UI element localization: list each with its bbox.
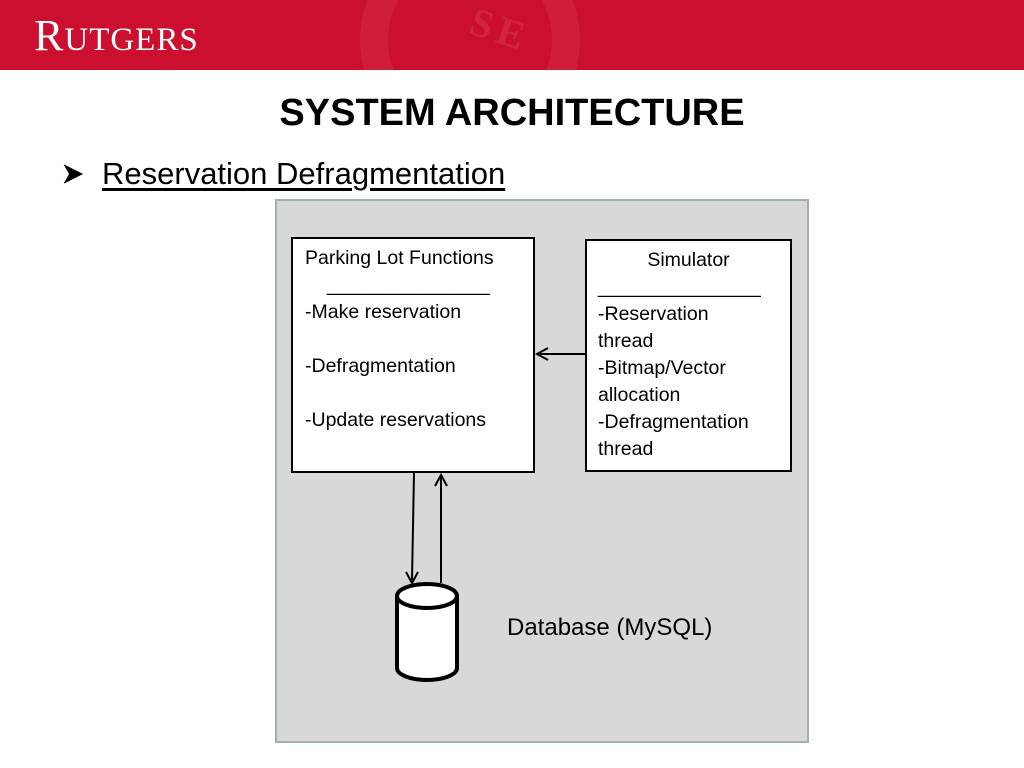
slide-title: SYSTEM ARCHITECTURE <box>279 92 745 134</box>
simulator-box: Simulator _______________ -Reservation t… <box>585 239 792 472</box>
rutgers-logo: RUTGERS <box>34 11 199 60</box>
database-label: Database (MySQL) <box>507 614 713 641</box>
simulator-line: -Reservation <box>598 303 709 325</box>
parking-lot-title: Parking Lot Functions <box>305 247 494 269</box>
database-cylinder-icon <box>395 582 459 682</box>
simulator-title: Simulator <box>647 249 730 271</box>
bullet-arrow-icon <box>63 164 84 184</box>
bullet-text: Reservation Defragmentation <box>102 156 506 191</box>
parking-to-database-arrow <box>405 472 419 586</box>
parking-lot-functions-box: Parking Lot Functions _______________ -M… <box>291 237 535 473</box>
header-bar: SE RUTGERS <box>0 0 1024 70</box>
parking-lot-separator: _______________ <box>327 274 490 296</box>
simulator-line: thread <box>598 330 654 352</box>
seal-watermark <box>360 0 580 70</box>
simulator-line: -Defragmentation <box>598 411 749 433</box>
database-to-parking-arrow <box>434 472 448 583</box>
simulator-separator: _______________ <box>598 276 761 298</box>
bullet-item: Reservation Defragmentation <box>62 156 505 192</box>
parking-lot-item: -Update reservations <box>305 409 487 431</box>
simulator-line: thread <box>598 438 654 460</box>
parking-lot-item: -Defragmentation <box>305 355 456 377</box>
simulator-to-parking-arrow <box>534 347 585 361</box>
simulator-line: allocation <box>598 384 681 406</box>
simulator-line: -Bitmap/Vector <box>598 357 726 379</box>
parking-lot-item: -Make reservation <box>305 301 462 323</box>
